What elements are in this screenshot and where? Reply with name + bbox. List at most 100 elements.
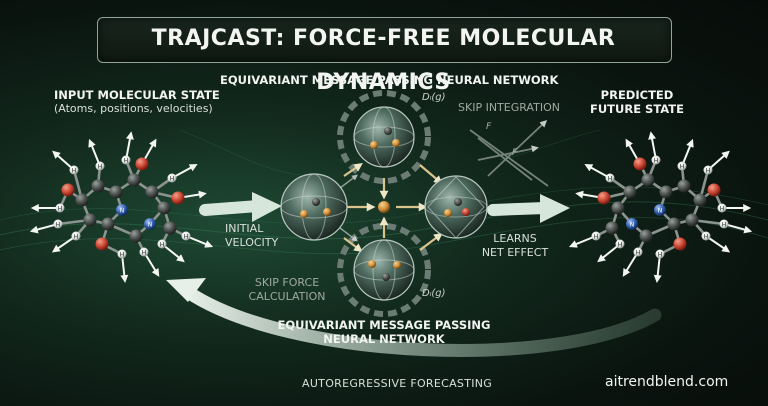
sphere-icon [353, 239, 415, 301]
title-box [97, 17, 672, 63]
hydrogen-letter: H [636, 250, 641, 257]
atom-o [707, 183, 721, 197]
atom-c [639, 229, 653, 243]
atom-c [667, 217, 681, 231]
skip-force-line2: CALCULATION [248, 290, 326, 303]
initial-velocity-line2: VELOCITY [225, 236, 279, 249]
predicted-line1: PREDICTED [600, 88, 674, 102]
atom-h [95, 161, 105, 171]
atom-h [55, 203, 65, 213]
hydrogen-letter: H [658, 252, 663, 259]
hydrogen-letter: H [654, 158, 659, 165]
atom-c [109, 185, 123, 199]
atom-h [117, 249, 127, 259]
hydrogen-letter: H [160, 242, 165, 249]
atom-c [145, 185, 159, 199]
atom-c [693, 193, 707, 207]
atom-h [157, 239, 167, 249]
atom-h [181, 231, 191, 241]
autoregressive-arrow [166, 278, 662, 357]
atom-h [717, 203, 727, 213]
skip-force-line1: SKIP FORCE [254, 276, 320, 289]
atom-h [605, 173, 615, 183]
initial-velocity-line1: INITIAL [225, 222, 264, 235]
skip-integration-icon [469, 120, 549, 187]
hydrogen-letter: H [58, 206, 63, 213]
brand-watermark: aitrendblend.com [605, 374, 729, 390]
atom-h [69, 165, 79, 175]
atom-c [75, 193, 89, 207]
atom-h [167, 173, 177, 183]
atom-h [719, 219, 729, 229]
skip-force-arrows [339, 174, 358, 242]
atom-h [651, 155, 661, 165]
nitrogen-letter: N [658, 208, 663, 215]
predicted-line2: FUTURE STATE [589, 102, 685, 116]
force-label-1: F [486, 122, 492, 132]
atom-o [673, 237, 687, 251]
atom-n [654, 204, 666, 216]
atom-h [591, 231, 601, 241]
input-state-title: INPUT MOLECULAR STATE [54, 88, 220, 102]
hydrogen-letter: H [72, 168, 77, 175]
initial-velocity-arrow [199, 192, 282, 222]
atom-c [677, 179, 691, 193]
atom-o [171, 191, 185, 205]
dl-bottom-label: Dₗ(g) [422, 288, 446, 299]
atom-c [127, 173, 141, 187]
hydrogen-letter: H [680, 164, 685, 171]
atom-c [641, 173, 655, 187]
atom-n [144, 218, 156, 230]
hydrogen-letter: H [722, 222, 727, 229]
hydrogen-letter: H [170, 176, 175, 183]
hydrogen-letter: H [704, 234, 709, 241]
atom-o [95, 237, 109, 251]
gear-icon [337, 223, 431, 317]
atom-o [61, 183, 75, 197]
gear-icon [337, 90, 431, 184]
network-graph [280, 90, 488, 317]
atom-h [121, 155, 131, 165]
atom-n [116, 204, 128, 216]
nitrogen-letter: N [148, 222, 153, 229]
bottom-network-line2: NEURAL NETWORK [323, 332, 445, 346]
skip-integration-label: SKIP INTEGRATION [458, 101, 560, 114]
nitrogen-letter: N [630, 222, 635, 229]
atom-c [163, 221, 177, 235]
learns-line2: NET EFFECT [481, 246, 549, 259]
atom-c [659, 185, 673, 199]
hydrogen-letter: H [720, 206, 725, 213]
hydrogen-letter: H [706, 168, 711, 175]
bottom-network-line1: EQUIVARIANT MESSAGE PASSING [277, 318, 491, 332]
hydrogen-letter: H [98, 164, 103, 171]
top-network-label: EQUIVARIANT MESSAGE PASSING NEURAL NETWO… [220, 73, 559, 87]
learns-line1: LEARNS [493, 232, 537, 245]
hydrogen-letter: H [56, 222, 61, 229]
atom-h [53, 219, 63, 229]
force-label-2: F [512, 148, 518, 158]
hydrogen-letter: H [594, 234, 599, 241]
hydrogen-letter: H [120, 252, 125, 259]
atom-h [615, 239, 625, 249]
output-arrow [487, 194, 570, 223]
atom-c [623, 185, 637, 199]
page-title: TRAJCAST: FORCE-FREE MOLECULAR DYNAMICS [151, 26, 616, 95]
atom-c [605, 221, 619, 235]
atom-o [135, 157, 149, 171]
atom-o [633, 157, 647, 171]
hydrogen-letter: H [608, 176, 613, 183]
atom-h [703, 165, 713, 175]
atom-o [597, 191, 611, 205]
hydrogen-letter: H [618, 242, 623, 249]
atom-n [626, 218, 638, 230]
nitrogen-letter: N [120, 208, 125, 215]
autoregressive-label: AUTOREGRESSIVE FORECASTING [302, 377, 493, 390]
atom-h [633, 247, 643, 257]
input-state-subtitle: (Atoms, positions, velocities) [54, 102, 213, 115]
atom-c [101, 217, 115, 231]
atom-c [91, 179, 105, 193]
atom-h [71, 231, 81, 241]
hydrogen-letter: H [184, 234, 189, 241]
